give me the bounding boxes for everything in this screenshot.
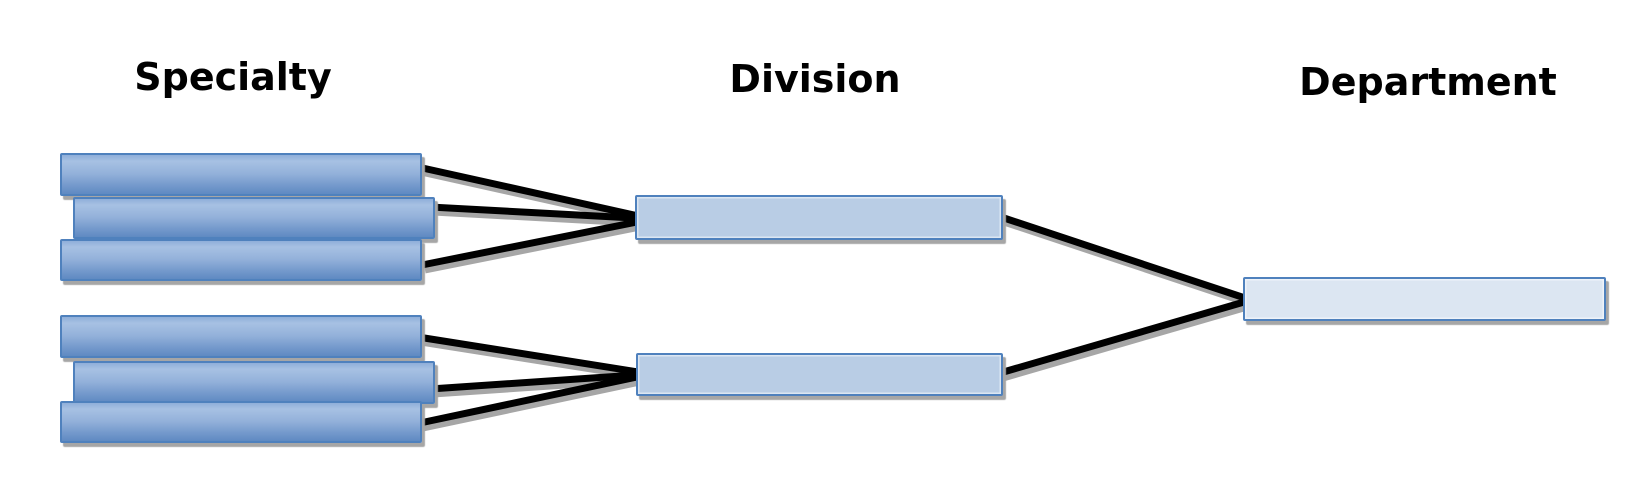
column-title-specialty: Specialty [134, 55, 332, 99]
department-box-1 [1243, 277, 1606, 321]
connector-division2-department [999, 296, 1252, 377]
connector-specialty6-division2 [419, 370, 652, 427]
specialty-box-6 [60, 401, 422, 443]
division-box-2 [636, 353, 1003, 396]
column-title-department: Department [1299, 60, 1557, 104]
specialty-box-1 [60, 153, 422, 196]
division-box-1 [635, 195, 1003, 240]
connector-specialty1-division1 [417, 163, 653, 223]
connector-specialty5-division2 [429, 370, 652, 393]
connector-specialty2-division1 [429, 203, 653, 223]
specialty-box-4 [60, 315, 422, 358]
connector-specialty3-division1 [421, 215, 653, 269]
specialty-box-2 [73, 197, 435, 239]
specialty-box-3 [60, 239, 422, 281]
connector-division1-department [996, 212, 1253, 304]
connector-specialty4-division2 [417, 333, 652, 378]
specialty-box-5 [73, 361, 435, 404]
column-title-division: Division [729, 57, 901, 101]
